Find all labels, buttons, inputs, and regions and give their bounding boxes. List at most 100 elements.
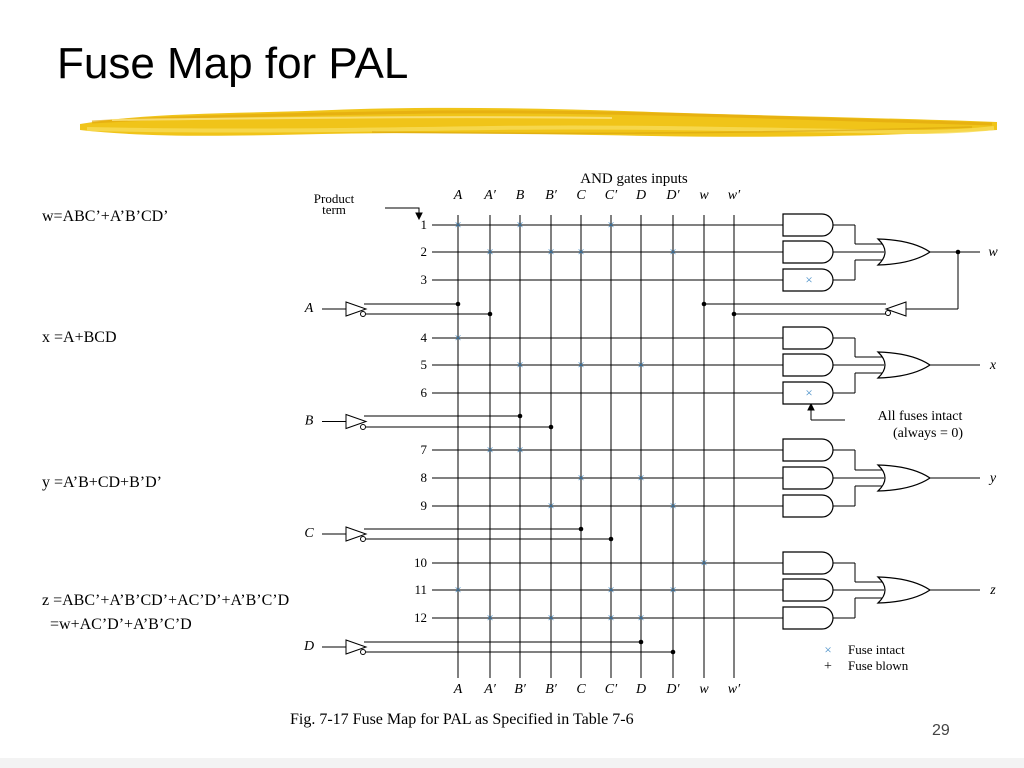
fuse-intact-mark: × xyxy=(516,357,523,372)
page-number: 29 xyxy=(932,722,950,739)
fuse-intact-mark: × xyxy=(805,272,812,287)
output-label: z xyxy=(989,583,996,598)
legend-blown-symbol: + xyxy=(824,659,832,674)
fuse-intact-mark: × xyxy=(607,582,614,597)
slide-title: Fuse Map for PAL xyxy=(57,39,409,88)
input-buffer xyxy=(345,639,368,655)
input-label: C xyxy=(304,526,314,541)
input-buffer xyxy=(345,413,368,430)
fuse-intact-mark: × xyxy=(547,498,554,513)
invert-bubble xyxy=(360,649,366,655)
junction-dot xyxy=(670,649,676,655)
invert-bubble xyxy=(360,536,366,542)
equation-y: y =A’B+CD+B’D’ xyxy=(42,474,162,491)
row-label: 9 xyxy=(421,498,428,513)
and-gate xyxy=(782,578,834,602)
footer-bar xyxy=(0,758,1024,768)
row-label: 5 xyxy=(421,357,428,372)
row-label: 11 xyxy=(414,582,427,597)
equation-x: x =A+BCD xyxy=(42,329,117,346)
junction-dot xyxy=(517,413,523,419)
fuse-intact-mark: × xyxy=(637,470,644,485)
junction-dot xyxy=(731,311,737,317)
feedback-buffer xyxy=(884,301,907,317)
column-label-top: B′ xyxy=(545,188,558,203)
fuse-intact-mark: × xyxy=(454,582,461,597)
fuse-intact-mark: × xyxy=(486,244,493,259)
note-label: (always = 0) xyxy=(893,426,963,441)
column-label-bottom: D xyxy=(635,682,646,697)
input-buffer xyxy=(345,526,368,542)
column-label-bottom: A′ xyxy=(483,682,497,697)
and-gate xyxy=(782,213,834,237)
product-term-label: term xyxy=(322,202,346,217)
and-gate xyxy=(782,240,834,264)
column-label-top: w′ xyxy=(728,188,741,203)
fuse-intact-mark: × xyxy=(486,442,493,457)
column-label-bottom: B′ xyxy=(545,682,558,697)
output-label: x xyxy=(989,358,997,373)
junction-dot xyxy=(455,301,461,307)
row-label: 8 xyxy=(421,470,428,485)
row-label: 6 xyxy=(421,385,428,400)
or-gate xyxy=(876,238,932,266)
fuse-intact-mark: × xyxy=(637,610,644,625)
and-gate xyxy=(782,326,834,350)
output-label: w xyxy=(988,245,998,260)
column-label-bottom: w′ xyxy=(728,682,741,697)
junction-dot xyxy=(608,536,614,542)
arrow-head xyxy=(807,402,815,411)
row-label: 3 xyxy=(421,272,428,287)
fuse-intact-mark: × xyxy=(700,555,707,570)
junction-dot xyxy=(955,249,961,255)
and-gate xyxy=(782,466,834,490)
equation-z-simplified: =w+AC’D’+A’B’C’D xyxy=(42,616,192,633)
column-label-top: C′ xyxy=(605,188,618,203)
column-label-bottom: C′ xyxy=(605,682,618,697)
and-gate xyxy=(782,438,834,462)
or-gate xyxy=(876,464,932,492)
column-label-top: A xyxy=(453,188,463,203)
and-gate xyxy=(782,494,834,518)
invert-bubble xyxy=(360,424,366,430)
input-label: A xyxy=(304,301,314,316)
and-gate xyxy=(782,268,834,292)
note-label: All fuses intact xyxy=(878,409,963,424)
and-gate xyxy=(782,606,834,630)
legend-intact-symbol: × xyxy=(824,642,831,657)
and-gate xyxy=(782,381,834,405)
fuse-intact-mark: × xyxy=(669,244,676,259)
or-gate xyxy=(876,351,932,379)
row-label: 7 xyxy=(421,442,428,457)
junction-dot xyxy=(487,311,493,317)
fuse-intact-mark: × xyxy=(486,610,493,625)
product-term-arrow xyxy=(385,207,420,217)
row-label: 4 xyxy=(421,330,428,345)
input-label: B xyxy=(305,414,314,429)
equation-z: z =ABC’+A’B’CD’+AC’D’+A’B’C’D xyxy=(42,592,290,609)
column-label-top: D xyxy=(635,188,646,203)
row-label: 2 xyxy=(421,244,428,259)
fuse-intact-mark: × xyxy=(547,244,554,259)
junction-dot xyxy=(638,639,644,645)
column-label-bottom: B′ xyxy=(514,682,527,697)
fuse-intact-mark: × xyxy=(547,610,554,625)
fuse-intact-mark: × xyxy=(669,498,676,513)
fuse-intact-mark: × xyxy=(454,217,461,232)
legend-blown-label: Fuse blown xyxy=(848,658,909,673)
column-label-top: A′ xyxy=(483,188,497,203)
junction-dot xyxy=(701,301,707,307)
fuse-intact-mark: × xyxy=(577,244,584,259)
fuse-intact-mark: × xyxy=(454,330,461,345)
fuse-intact-mark: × xyxy=(577,357,584,372)
and-gates-header: AND gates inputs xyxy=(580,171,688,187)
fuse-intact-mark: × xyxy=(669,582,676,597)
row-label: 1 xyxy=(421,217,428,232)
row-label: 10 xyxy=(414,555,427,570)
column-label-top: D′ xyxy=(665,188,680,203)
row-label: 12 xyxy=(414,610,427,625)
column-label-bottom: D′ xyxy=(665,682,680,697)
column-label-bottom: A xyxy=(453,682,463,697)
invert-bubble xyxy=(885,310,891,316)
